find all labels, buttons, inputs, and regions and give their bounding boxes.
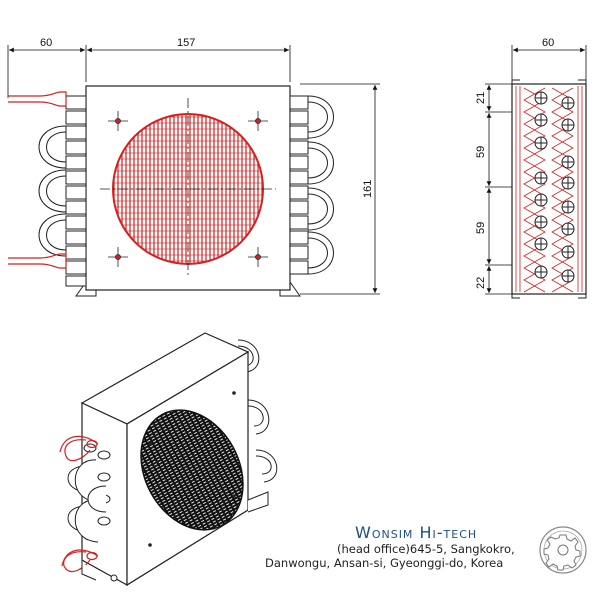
front-right-foot: [279, 281, 301, 297]
front-inlet-pipes: [8, 91, 67, 269]
dim-side-bottom: 22: [475, 277, 487, 289]
isometric-view: [59, 332, 278, 587]
dim-side-top: 21: [475, 92, 487, 104]
front-view: 60 157 161: [7, 37, 380, 297]
company-address-line1: (head office)645-5, Sangkokro,: [337, 542, 515, 556]
dim-front-body-width: 157: [177, 37, 195, 49]
dim-side-mid2: 59: [475, 222, 487, 234]
side-view: 60 21 59 59 22: [475, 37, 587, 299]
dim-side-width: 60: [542, 37, 554, 49]
dim-front-left-width: 60: [40, 37, 52, 49]
iso-fan-grille: [140, 409, 244, 531]
iso-foot: [247, 491, 269, 513]
front-height-dimension: [300, 83, 380, 295]
front-left-foot: [75, 281, 97, 297]
front-right-tube-bank: [289, 95, 334, 275]
front-mount-holes: [108, 111, 268, 267]
front-center-lines: [100, 98, 276, 278]
side-feet: [511, 79, 587, 299]
dim-side-mid1: 59: [475, 146, 487, 158]
side-top-dimension: [511, 45, 587, 84]
iso-bottom-feet: [81, 560, 118, 582]
iso-inlet-pipes: [59, 435, 99, 573]
company-address-line2: Danwongu, Ansan-si, Gyeonggi-do, Korea: [265, 556, 504, 570]
dim-front-height: 161: [362, 180, 374, 198]
gear-logo-icon: [539, 526, 587, 574]
side-tube-holes: [534, 91, 575, 283]
front-top-dimensions: [7, 45, 291, 98]
iso-mount-holes: [148, 391, 236, 547]
iso-left-tubes: [67, 443, 111, 543]
side-fin-block: [511, 83, 587, 295]
company-name: Wonsim Hi-tech: [355, 523, 478, 542]
